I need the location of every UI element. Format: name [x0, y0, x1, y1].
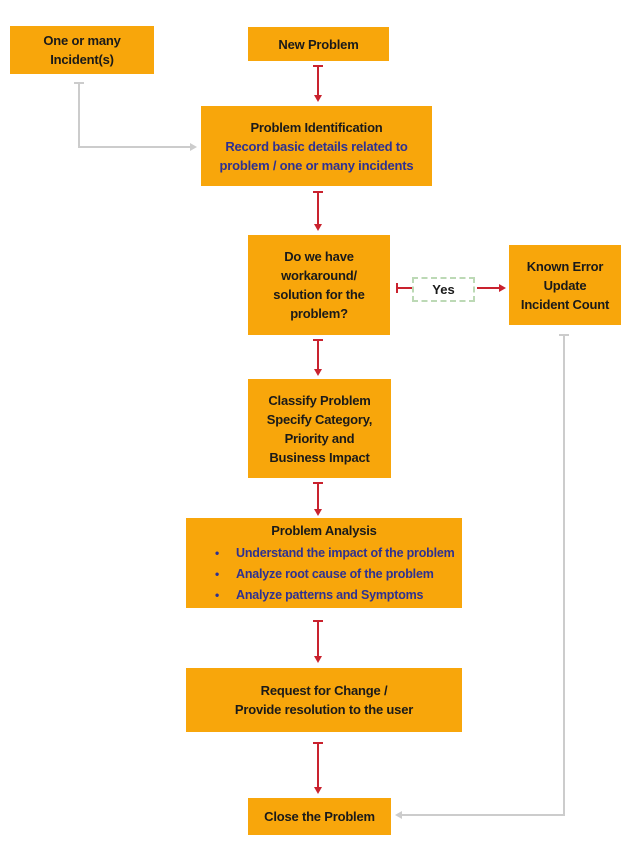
arrow-line — [396, 287, 412, 289]
arrowhead-down-icon — [314, 95, 322, 102]
box-text-line: solution for the — [273, 287, 365, 302]
arrowhead-down-icon — [314, 369, 322, 376]
box-text-line: New Problem — [278, 36, 359, 52]
arrow-line — [402, 814, 565, 816]
box-one-or-many-incidents: One or many Incident(s) — [10, 26, 154, 74]
box-text-line: Classify Problem — [268, 392, 371, 408]
bullet-icon: • — [215, 587, 220, 602]
box-request-for-change: Request for Change / Provide resolution … — [186, 668, 462, 732]
arrowhead-down-icon — [314, 787, 322, 794]
arrow-line — [317, 339, 319, 370]
yes-label-text: Yes — [432, 282, 455, 297]
arrowhead-down-icon — [314, 656, 322, 663]
box-problem-analysis: Problem Analysis • Understand the impact… — [186, 518, 462, 608]
bullet-icon: • — [215, 545, 220, 560]
yes-label: Yes — [412, 277, 475, 302]
box-new-problem: New Problem — [248, 27, 389, 61]
box-text-line: workaround/ — [281, 268, 357, 283]
arrow-line — [317, 620, 319, 657]
box-text-line: Business Impact — [269, 449, 370, 465]
arrowhead-right-icon — [499, 284, 506, 292]
box-text-line: Provide resolution to the user — [234, 702, 414, 717]
arrowhead-left-icon — [395, 811, 402, 819]
arrow-line — [317, 191, 319, 224]
analysis-bullet-item: • Analyze root cause of the problem — [186, 564, 462, 585]
arrow-line — [317, 65, 319, 96]
box-text-line: One or many — [43, 33, 121, 48]
box-text-line: Do we have — [284, 249, 354, 264]
box-text-line: Request for Change / — [260, 683, 388, 698]
box-text-line: Known Error — [526, 258, 604, 274]
arrow-line — [563, 334, 565, 816]
analysis-bullet-item: • Analyze patterns and Symptoms — [186, 585, 462, 606]
arrow-line — [317, 742, 319, 788]
box-title: Problem Identification — [250, 119, 383, 135]
box-text-line: Update — [543, 277, 587, 293]
arrow-line — [317, 482, 319, 509]
bullet-text: Analyze root cause of the problem — [236, 566, 434, 581]
box-problem-identification: Problem Identification Record basic deta… — [201, 106, 432, 186]
arrowhead-down-icon — [314, 224, 322, 231]
arrow-line — [78, 82, 80, 148]
bullet-icon: • — [215, 566, 220, 581]
box-text-line: Priority and — [284, 430, 355, 446]
box-text-line: Close the Problem — [264, 809, 375, 824]
box-classify-problem: Classify Problem Specify Category, Prior… — [248, 379, 391, 478]
box-title: Problem Analysis — [271, 522, 377, 538]
box-known-error: Known Error Update Incident Count — [509, 245, 621, 325]
analysis-bullet-item: • Understand the impact of the problem — [186, 543, 462, 564]
arrow-line — [78, 146, 190, 148]
box-text-line: Record basic details related to — [225, 138, 408, 154]
box-text-line: Incident(s) — [50, 52, 114, 67]
box-text-line: problem / one or many incidents — [219, 157, 414, 173]
box-close-the-problem: Close the Problem — [248, 798, 391, 835]
bullet-text: Analyze patterns and Symptoms — [236, 587, 424, 602]
box-do-we-have-workaround: Do we have workaround/ solution for the … — [248, 235, 390, 335]
arrowhead-down-icon — [314, 509, 322, 516]
arrow-line — [477, 287, 499, 289]
arrowhead-right-icon — [190, 143, 197, 151]
box-text-line: Incident Count — [520, 296, 610, 312]
box-text-line: problem? — [290, 306, 348, 321]
bullet-text: Understand the impact of the problem — [236, 545, 455, 560]
box-text-line: Specify Category, — [266, 411, 373, 427]
